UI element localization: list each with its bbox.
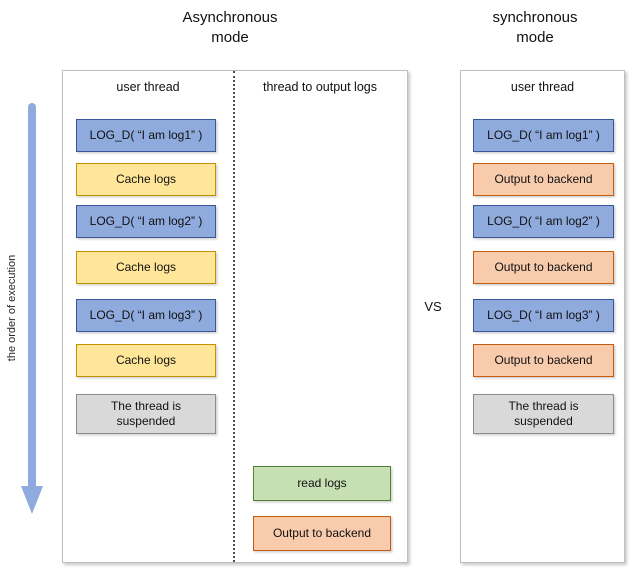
step-box-log-call-2: LOG_D( “I am log2” ) bbox=[473, 205, 614, 238]
async-mode-panel: user thread thread to output logs LOG_D(… bbox=[62, 70, 408, 563]
step-box-read-logs: read logs bbox=[253, 466, 391, 501]
execution-order-arrow-label: the order of execution bbox=[6, 254, 18, 362]
sync-mode-panel: user thread LOG_D( “I am log1” ) Output … bbox=[460, 70, 625, 563]
step-box-output-to-backend: Output to backend bbox=[253, 516, 391, 551]
async-output-thread-header: thread to output logs bbox=[263, 80, 377, 94]
step-box-output-to-backend-1: Output to backend bbox=[473, 163, 614, 196]
step-box-cache-logs-1: Cache logs bbox=[76, 163, 216, 196]
async-user-thread-header: user thread bbox=[116, 80, 180, 94]
vs-label: VS bbox=[424, 299, 442, 314]
step-box-cache-logs-2: Cache logs bbox=[76, 251, 216, 284]
step-box-output-to-backend-3: Output to backend bbox=[473, 344, 614, 377]
step-box-thread-suspended: The thread is suspended bbox=[473, 394, 614, 434]
step-box-log-call-3: LOG_D( “I am log3” ) bbox=[473, 299, 614, 332]
thread-divider-dotted-line bbox=[233, 71, 235, 562]
async-mode-title: Asynchronous mode bbox=[182, 9, 278, 47]
execution-order-arrow-shaft bbox=[28, 103, 36, 487]
sync-mode-title: synchronous mode bbox=[492, 9, 578, 47]
step-box-log-call-1: LOG_D( “I am log1” ) bbox=[473, 119, 614, 152]
execution-order-arrow-head-icon bbox=[21, 486, 43, 514]
step-box-cache-logs-3: Cache logs bbox=[76, 344, 216, 377]
step-box-output-to-backend-2: Output to backend bbox=[473, 251, 614, 284]
step-box-log-call-1: LOG_D( “I am log1” ) bbox=[76, 119, 216, 152]
sync-user-thread-header: user thread bbox=[510, 80, 575, 94]
step-box-log-call-2: LOG_D( “I am log2” ) bbox=[76, 205, 216, 238]
step-box-log-call-3: LOG_D( “I am log3” ) bbox=[76, 299, 216, 332]
step-box-thread-suspended: The thread is suspended bbox=[76, 394, 216, 434]
